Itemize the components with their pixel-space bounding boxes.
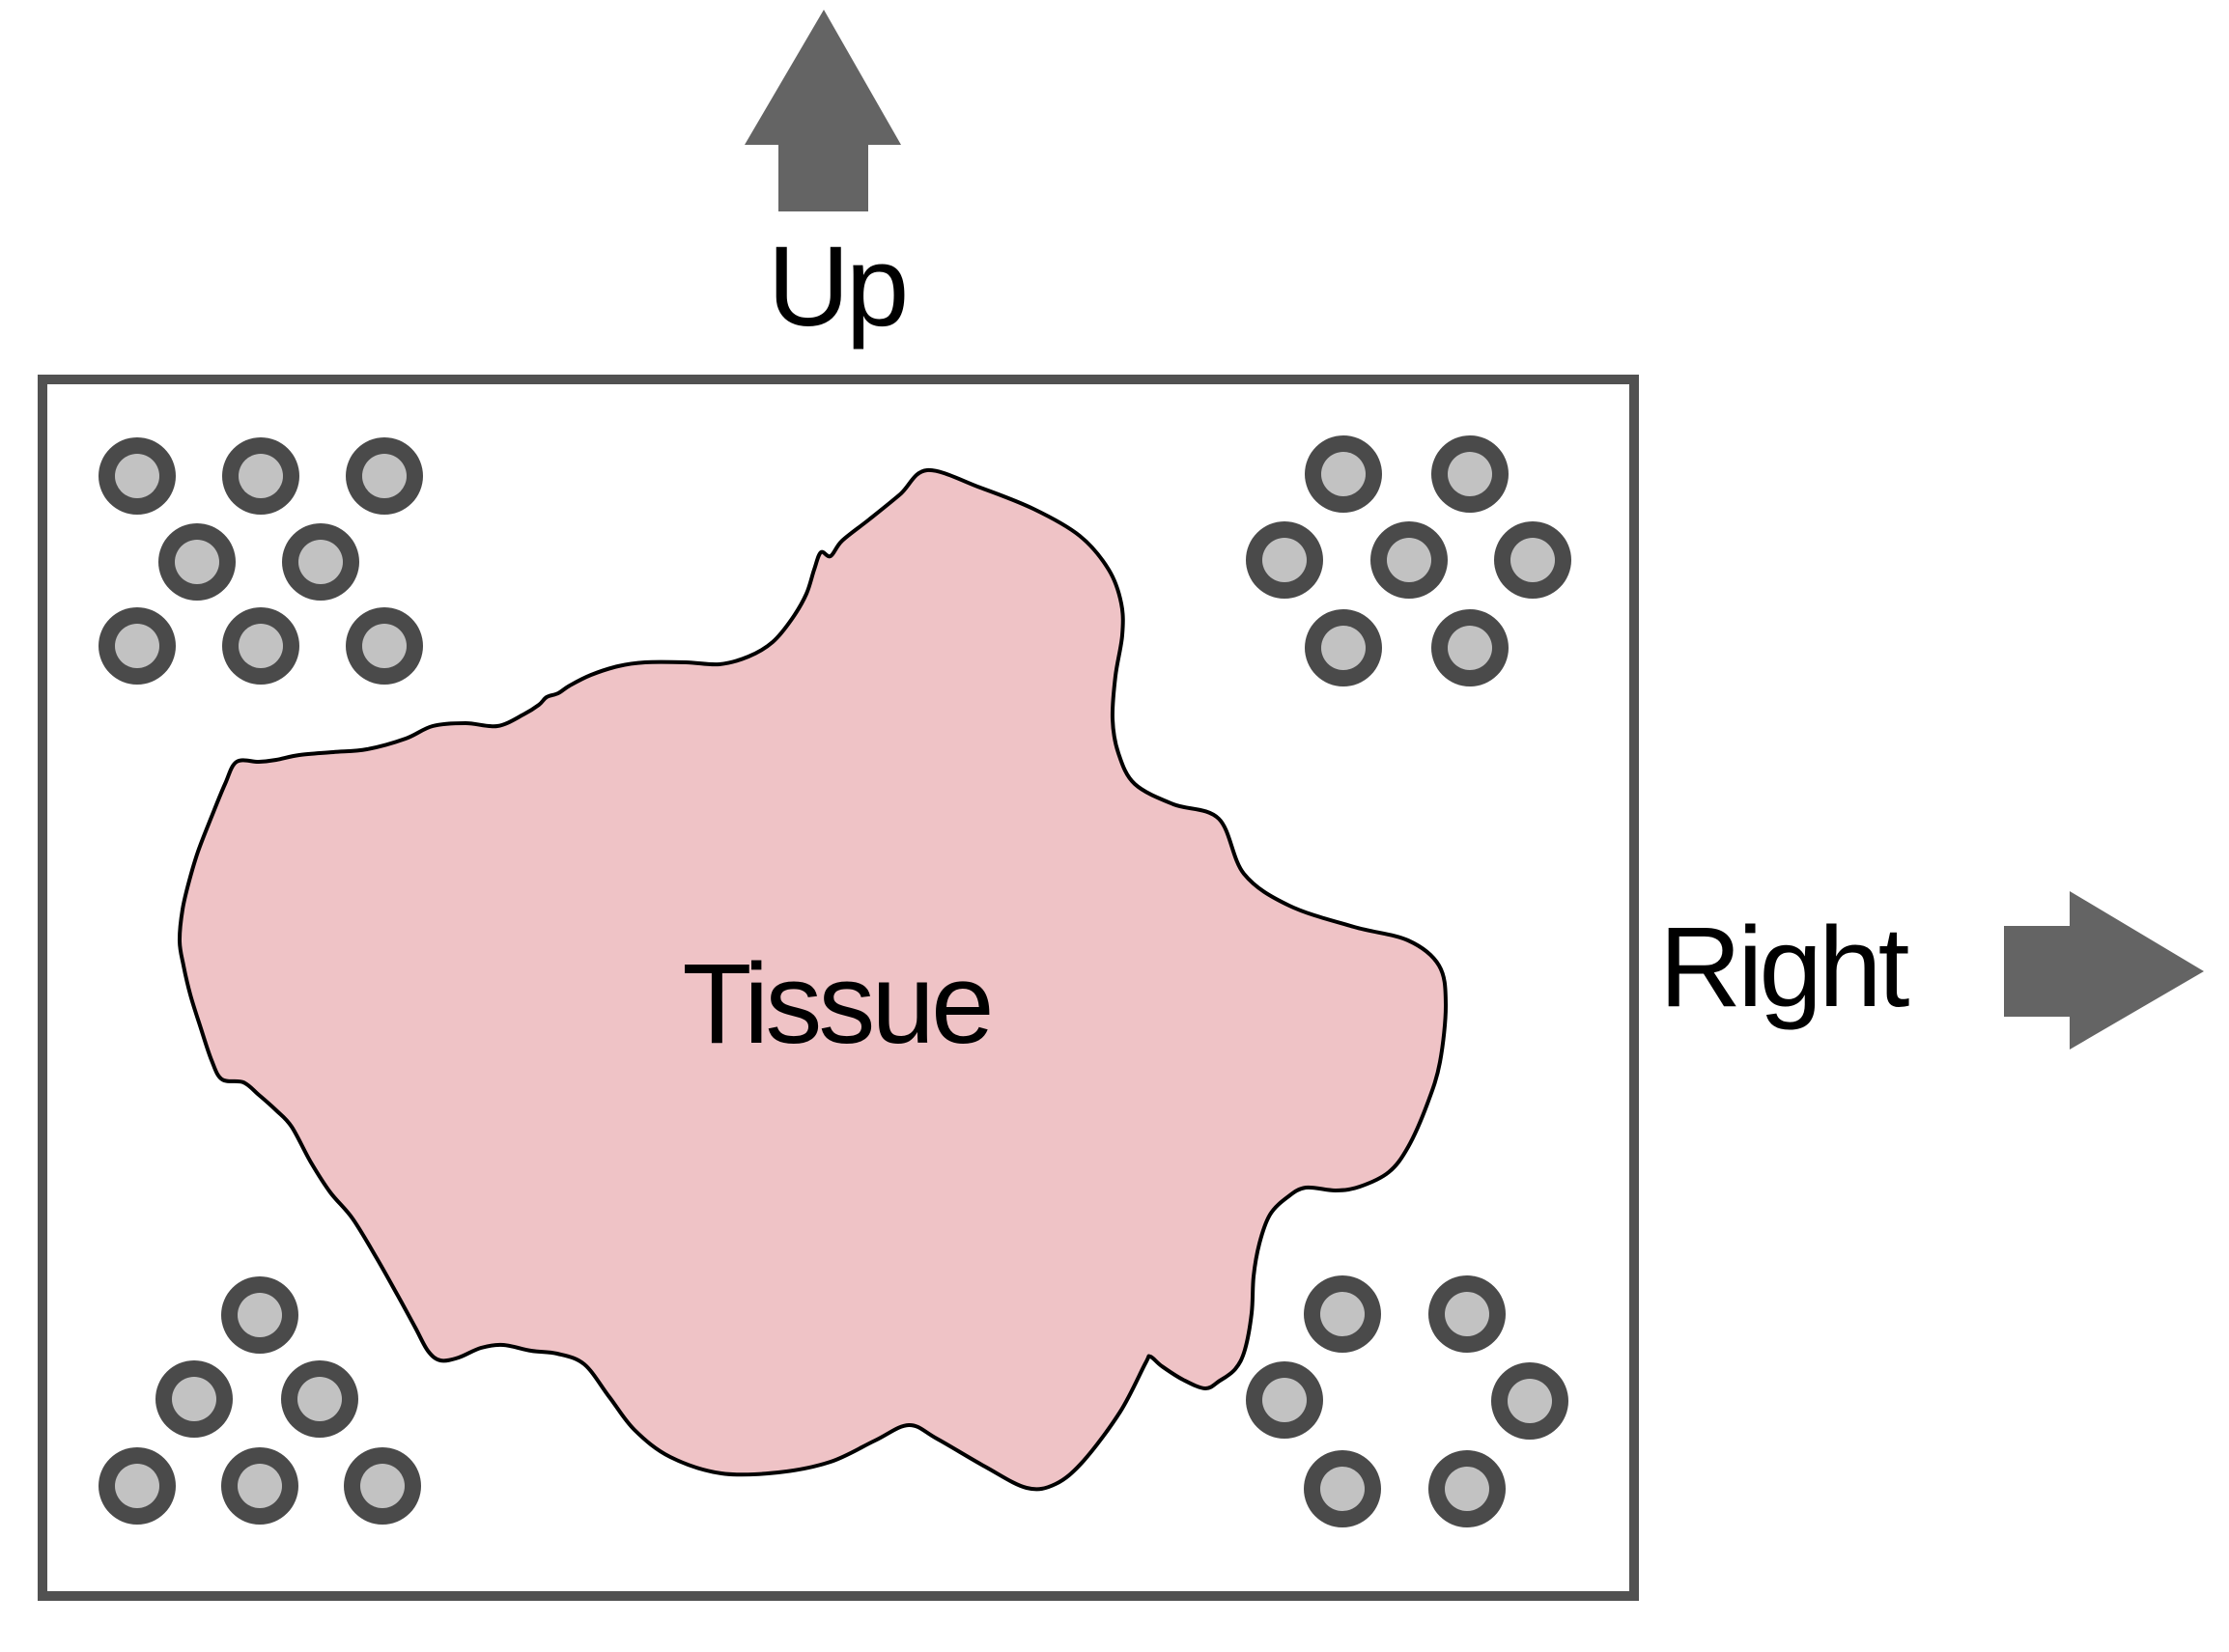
bead-core [239, 624, 283, 668]
bead-core [360, 1464, 405, 1508]
bead-cluster-top-right [1246, 435, 1571, 686]
up-arrow-icon [745, 10, 901, 211]
bead-core [1445, 1467, 1489, 1511]
bead-core [115, 1464, 159, 1508]
bead-core [1510, 538, 1555, 582]
bead-core [175, 540, 219, 584]
bead-core [238, 1464, 282, 1508]
bead-core [298, 540, 343, 584]
bead-core [1508, 1379, 1552, 1423]
bead-core [115, 624, 159, 668]
bead-cluster-top-left [99, 437, 423, 685]
bead-core [1320, 1467, 1365, 1511]
bead-core [1320, 1292, 1365, 1336]
bead-core [1448, 626, 1492, 670]
up-label: Up [768, 223, 906, 350]
bead-core [297, 1377, 342, 1421]
bead-core [1321, 626, 1366, 670]
tissue-label: Tissue [682, 940, 990, 1068]
bead-cluster-bottom-right [1246, 1275, 1568, 1527]
right-arrow-icon [2004, 891, 2204, 1050]
bead-core [1321, 452, 1366, 496]
bead-core [1387, 538, 1431, 582]
bead-core [239, 454, 283, 498]
bead-core [362, 454, 407, 498]
bead-core [1445, 1292, 1489, 1336]
bead-core [238, 1293, 282, 1337]
bead-cluster-bottom-left [99, 1276, 421, 1525]
right-label: Right [1659, 904, 1909, 1031]
bead-clusters [99, 435, 1571, 1527]
bead-core [115, 454, 159, 498]
bead-core [172, 1377, 216, 1421]
bead-core [1262, 538, 1307, 582]
tissue-shape [177, 467, 1449, 1492]
bead-core [362, 624, 407, 668]
bead-core [1262, 1378, 1307, 1422]
bead-core [1448, 452, 1492, 496]
